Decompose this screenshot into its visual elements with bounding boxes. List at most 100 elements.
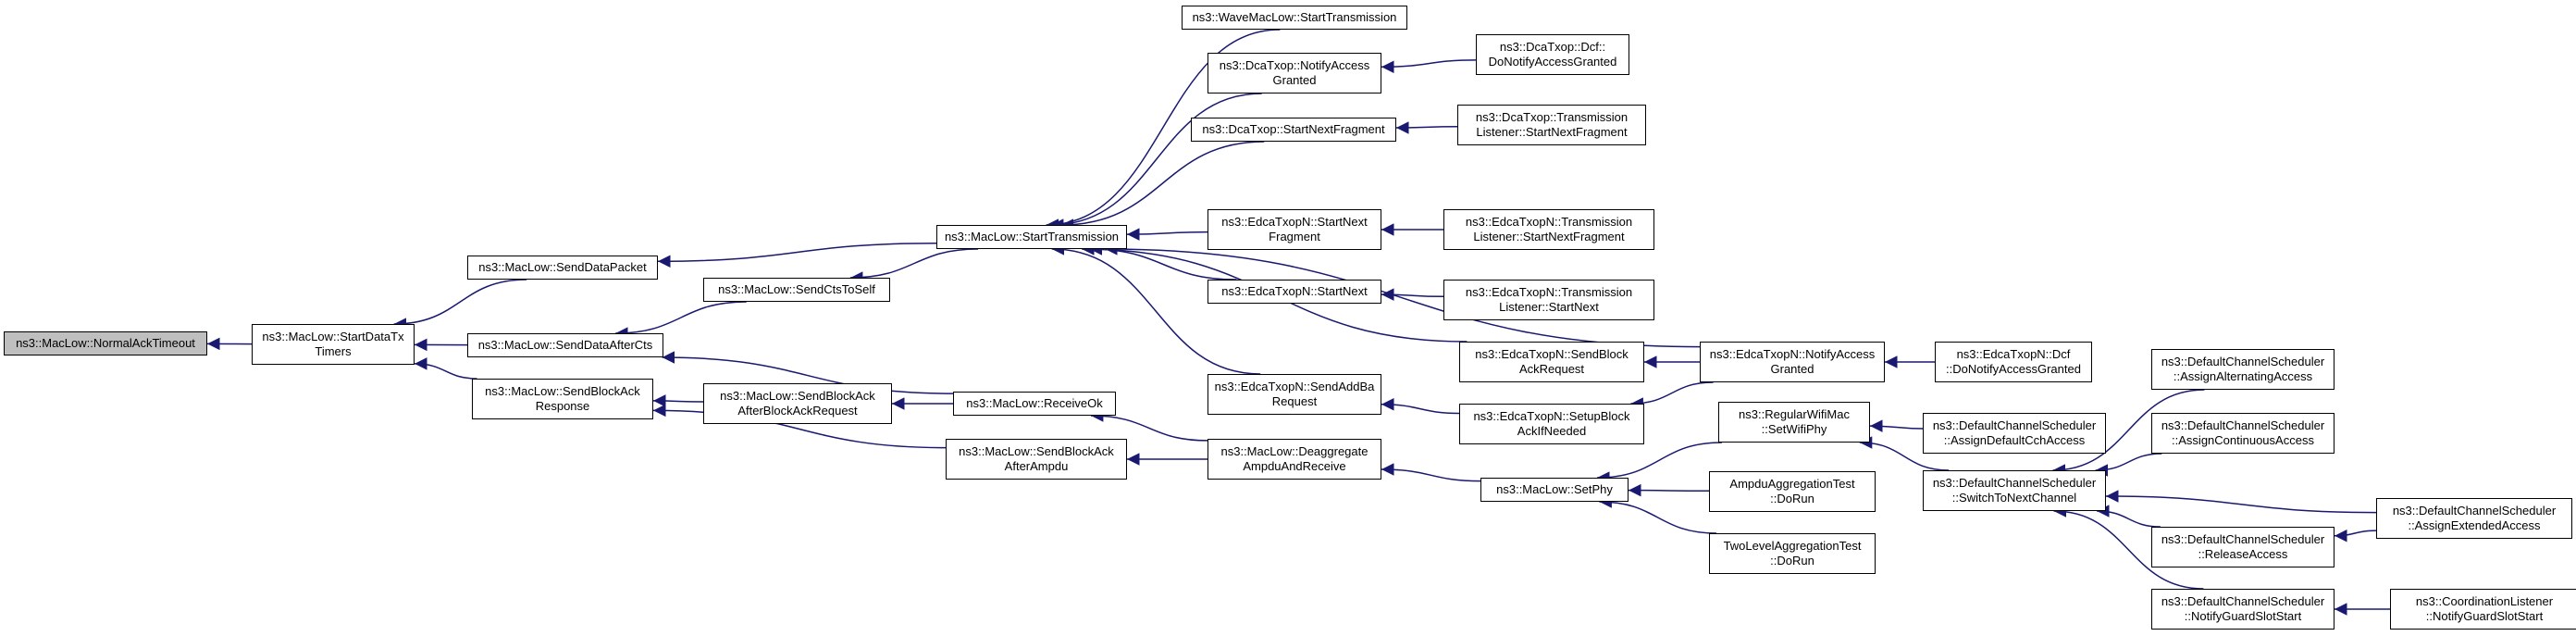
- node-regularSetWifiPhy[interactable]: ns3::RegularWifiMac::SetWifiPhy: [1718, 402, 1870, 443]
- node-dcfNotifyGranted[interactable]: ns3::DcaTxop::Dcf::DoNotifyAccessGranted: [1476, 34, 1629, 75]
- node-label-line: ::DoNotifyAccessGranted: [1946, 362, 2081, 376]
- node-label-line: ns3::MacLow::StartTransmission: [944, 230, 1120, 243]
- node-label-line: ns3::WaveMacLow::StartTransmission: [1192, 10, 1397, 24]
- edge-assignDefaultCch-to-regularSetWifiPhy: [1869, 419, 1924, 432]
- node-label-line: ns3::EdcaTxopN::SendAddBa: [1214, 380, 1375, 393]
- node-assignAlternating[interactable]: ns3::DefaultChannelScheduler::AssignAlte…: [2151, 349, 2334, 390]
- edge-edcaStartNextFrag-to-startTransmission: [1126, 228, 1208, 241]
- edge-dcaListenerStartNextFrag-to-dcaStartNextFrag: [1395, 121, 1458, 134]
- node-label-line: ns3::MacLow::NormalAckTimeout: [16, 336, 195, 350]
- node-label-line: ns3::DefaultChannelScheduler: [2161, 594, 2325, 608]
- node-sendDataAfterCts[interactable]: ns3::MacLow::SendDataAfterCts: [467, 333, 663, 357]
- node-root: ns3::MacLow::NormalAckTimeout: [4, 331, 207, 355]
- node-switchToNext[interactable]: ns3::DefaultChannelScheduler::SwitchToNe…: [1923, 470, 2106, 511]
- edge-startTransmission-to-sendDataPacket: [657, 242, 937, 268]
- node-label-line: Fragment: [1269, 230, 1320, 243]
- node-label-line: ns3::CoordinationListener: [2415, 594, 2554, 608]
- node-label-line: ::AssignExtendedAccess: [2408, 518, 2541, 532]
- node-notifyGuardSlot[interactable]: ns3::DefaultChannelScheduler::NotifyGuar…: [2151, 589, 2334, 630]
- edge-edcaListenerStartNext-to-edcaStartNext: [1381, 288, 1444, 301]
- edge-edcaStartNext-to-startTransmission: [1089, 243, 1237, 281]
- node-receiveOk[interactable]: ns3::MacLow::ReceiveOk: [953, 392, 1116, 416]
- node-label-line: AfterBlockAckRequest: [737, 404, 858, 418]
- node-label-line: ns3::DefaultChannelScheduler: [1932, 476, 2097, 490]
- node-label-line: ::NotifyGuardSlotStart: [2425, 609, 2544, 623]
- node-label-line: Listener::StartNext: [1499, 300, 1599, 314]
- node-label-line: ns3::EdcaTxopN::Transmission: [1465, 285, 1633, 299]
- node-label-line: ::SwitchToNextChannel: [1951, 491, 2077, 505]
- node-label-line: ::SetWifiPhy: [1761, 422, 1827, 436]
- node-label-line: ::AssignContinuousAccess: [2172, 433, 2314, 447]
- node-releaseAccess[interactable]: ns3::DefaultChannelScheduler::ReleaseAcc…: [2151, 527, 2334, 567]
- edge-releaseAccess-to-switchToNext: [2097, 505, 2161, 528]
- node-label-line: ns3::EdcaTxopN::Transmission: [1465, 215, 1633, 229]
- node-waveStart[interactable]: ns3::WaveMacLow::StartTransmission: [1182, 6, 1407, 30]
- edge-dcfNotifyGranted-to-dcaNotifyGranted: [1381, 59, 1477, 74]
- node-label-line: ns3::DefaultChannelScheduler: [2392, 504, 2557, 518]
- node-coordListener[interactable]: ns3::CoordinationListener::NotifyGuardSl…: [2390, 589, 2576, 630]
- edge-edcaNotifyGranted-to-edcaSetupBlockAck: [1630, 381, 1714, 410]
- edge-twoLevelDoRun-to-setPhy: [1599, 495, 1717, 534]
- node-ampduTestDoRun[interactable]: AmpduAggregationTest::DoRun: [1709, 471, 1876, 512]
- node-assignExtended[interactable]: ns3::DefaultChannelScheduler::AssignExte…: [2376, 498, 2572, 539]
- node-label-line: ns3::MacLow::SetPhy: [1496, 482, 1613, 496]
- node-label-line: ns3::MacLow::ReceiveOk: [966, 396, 1103, 410]
- edge-assignContinuous-to-switchToNext: [2095, 453, 2162, 477]
- node-label-line: Listener::StartNextFragment: [1476, 125, 1628, 139]
- node-label-line: ns3::EdcaTxopN::StartNext: [1221, 284, 1368, 298]
- node-label-line: Timers: [315, 344, 352, 358]
- edge-setPhy-to-deaggregate: [1381, 463, 1481, 482]
- node-label-line: TwoLevelAggregationTest: [1723, 539, 1862, 553]
- node-label-line: ::AssignAlternatingAccess: [2173, 369, 2313, 383]
- edge-edcaNotifyGranted-to-startTransmission: [1105, 243, 1701, 348]
- node-label-line: ns3::MacLow::SendBlockAck: [485, 384, 640, 398]
- edge-sendBlockAckResp-to-startDataTx: [414, 357, 477, 380]
- node-label-line: ns3::DefaultChannelScheduler: [2161, 418, 2325, 432]
- edge-regularSetWifiPhy-to-setPhy: [1597, 442, 1722, 484]
- node-startTransmission[interactable]: ns3::MacLow::StartTransmission: [936, 225, 1127, 249]
- node-label-line: Listener::StartNextFragment: [1473, 230, 1625, 243]
- node-setPhy[interactable]: ns3::MacLow::SetPhy: [1480, 478, 1629, 502]
- node-label-line: ns3::MacLow::Deaggregate: [1220, 444, 1368, 458]
- node-assignDefaultCch[interactable]: ns3::DefaultChannelScheduler::AssignDefa…: [1923, 413, 2106, 454]
- node-label-line: AckRequest: [1518, 362, 1585, 376]
- edge-edcaSetupBlockAck-to-edcaSendAddBa: [1381, 398, 1460, 415]
- edge-dcaStartNextFrag-to-startTransmission: [1060, 141, 1265, 231]
- node-label-line: ns3::DcaTxop::StartNextFragment: [1202, 122, 1385, 136]
- node-label-line: ns3::DcaTxop::NotifyAccess: [1219, 58, 1370, 72]
- node-edcaStartNext[interactable]: ns3::EdcaTxopN::StartNext: [1208, 280, 1381, 304]
- node-label-line: AmpduAggregationTest: [1729, 477, 1855, 491]
- node-assignContinuous[interactable]: ns3::DefaultChannelScheduler::AssignCont…: [2151, 413, 2334, 454]
- node-label-line: ns3::EdcaTxopN::StartNext: [1221, 215, 1368, 229]
- node-sendDataPacket[interactable]: ns3::MacLow::SendDataPacket: [467, 256, 658, 280]
- node-label-line: ns3::EdcaTxopN::Dcf: [1956, 347, 2071, 361]
- edge-sendDataPacket-to-startDataTx: [393, 279, 527, 330]
- edge-assignExtended-to-switchToNext: [2105, 490, 2377, 514]
- node-twoLevelDoRun[interactable]: TwoLevelAggregationTest::DoRun: [1709, 533, 1876, 574]
- node-dcaStartNextFrag[interactable]: ns3::DcaTxop::StartNextFragment: [1191, 118, 1396, 142]
- node-edcaDcfNotifyGranted[interactable]: ns3::EdcaTxopN::Dcf::DoNotifyAccessGrant…: [1935, 342, 2092, 382]
- node-sendCtsToSelf[interactable]: ns3::MacLow::SendCtsToSelf: [703, 278, 890, 302]
- node-label-line: ns3::DefaultChannelScheduler: [2161, 355, 2325, 368]
- edge-assignExtended-to-releaseAccess: [2334, 529, 2377, 542]
- node-label-line: DoNotifyAccessGranted: [1488, 55, 1617, 69]
- edge-switchToNext-to-regularSetWifiPhy: [1859, 436, 1950, 471]
- node-label-line: Response: [535, 399, 590, 413]
- node-label-line: ns3::MacLow::SendDataPacket: [478, 260, 647, 274]
